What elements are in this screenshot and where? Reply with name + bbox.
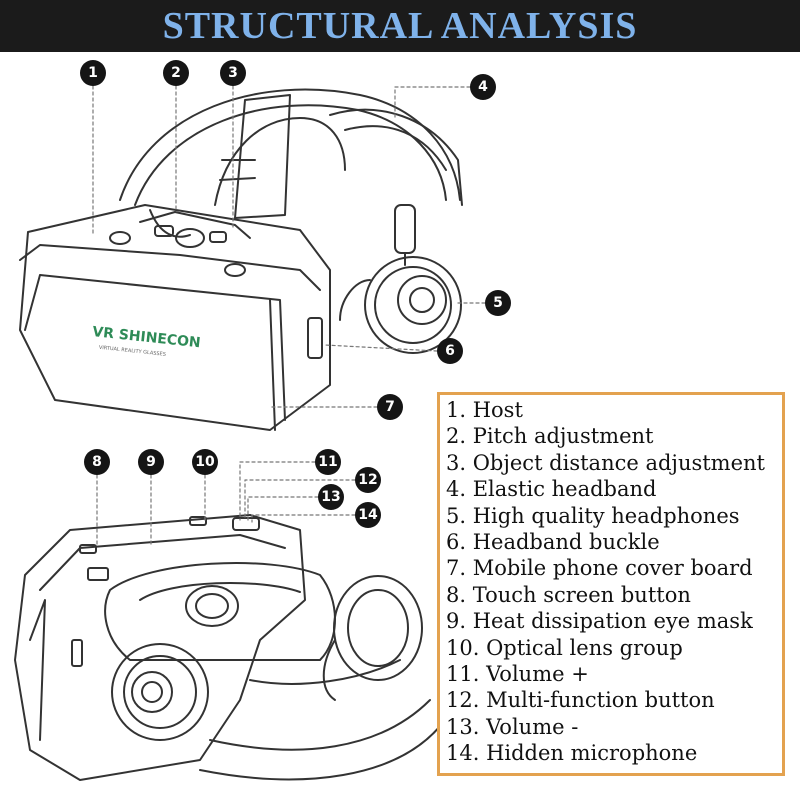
callout-12: 12: [355, 467, 381, 493]
legend-item-11: 11. Volume +: [446, 662, 589, 687]
callout-13: 13: [318, 484, 344, 510]
callout-5: 5: [485, 290, 511, 316]
callout-7: 7: [377, 394, 403, 420]
legend-item-6: 6. Headband buckle: [446, 530, 660, 555]
legend-item-12: 12. Multi-function button: [446, 688, 715, 713]
legend-item-5: 5. High quality headphones: [446, 503, 740, 528]
legend-item-1: 1. Host: [446, 398, 523, 422]
headset-front-view: [19, 88, 463, 431]
leader-lines: [92, 85, 486, 546]
legend-item-8: 8. Touch screen button: [446, 582, 691, 607]
legend-item-7: 7. Mobile phone cover board: [446, 556, 753, 581]
callout-6: 6: [437, 338, 463, 364]
legend-item-9: 9. Heat dissipation eye mask: [446, 609, 753, 634]
legend-item-3: 3. Object distance adjustment: [446, 450, 765, 475]
callout-14: 14: [355, 502, 381, 528]
callout-8: 8: [84, 449, 110, 475]
parts-legend: 1. Host 2. Pitch adjustment 3. Object di…: [437, 392, 785, 776]
callout-2: 2: [163, 60, 189, 86]
brand-logo: VR SHINECON VIRTUAL REALITY GLASSES: [92, 324, 202, 358]
title-bar: STRUCTURAL ANALYSIS: [0, 0, 800, 52]
legend-item-10: 10. Optical lens group: [446, 635, 683, 660]
legend-item-14: 14. Hidden microphone: [446, 741, 698, 766]
callout-4: 4: [470, 74, 496, 100]
headset-back-view: [14, 514, 446, 781]
callout-10: 10: [192, 449, 218, 475]
callout-11: 11: [315, 449, 341, 475]
callout-9: 9: [138, 449, 164, 475]
legend-item-13: 13. Volume -: [446, 714, 579, 739]
legend-item-4: 4. Elastic headband: [446, 477, 657, 502]
callout-3: 3: [220, 60, 246, 86]
page-title: STRUCTURAL ANALYSIS: [162, 5, 638, 47]
legend-item-2: 2. Pitch adjustment: [446, 424, 654, 449]
callout-1: 1: [80, 60, 106, 86]
